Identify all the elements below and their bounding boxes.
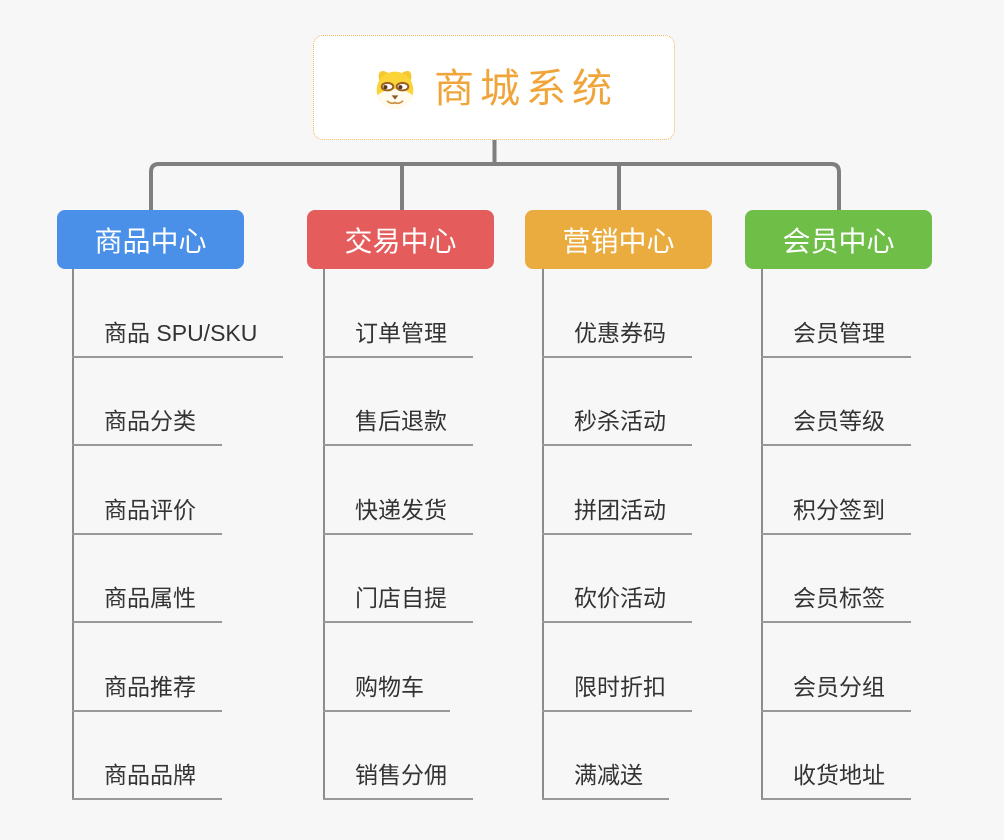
- leaf-node[interactable]: 订单管理: [323, 319, 473, 358]
- leaf-node[interactable]: 商品分类: [72, 407, 222, 446]
- branch-bus-line: [149, 162, 841, 210]
- leaf-row: 会员管理: [761, 269, 911, 358]
- leaf-row: 商品品牌: [72, 712, 283, 800]
- leaf-node[interactable]: 会员分组: [761, 673, 911, 712]
- branch-label: 交易中心: [344, 225, 457, 257]
- leaf-row: 会员分组: [761, 623, 911, 712]
- branch-marketing-center[interactable]: 营销中心: [525, 210, 712, 269]
- root-title: 商城系统: [434, 66, 618, 111]
- leaf-row: 满减送: [542, 712, 692, 800]
- leaf-row: 订单管理: [323, 269, 473, 358]
- leaf-row: 销售分佣: [323, 712, 473, 800]
- leaf-node[interactable]: 秒杀活动: [542, 407, 692, 446]
- leaf-node[interactable]: 拼团活动: [542, 496, 692, 535]
- leaf-row: 购物车: [323, 623, 473, 712]
- leaf-node[interactable]: 限时折扣: [542, 673, 692, 712]
- leaf-node[interactable]: 优惠券码: [542, 319, 692, 358]
- leaf-row: 收货地址: [761, 712, 911, 800]
- branch-label: 会员中心: [782, 225, 895, 257]
- leaf-node[interactable]: 会员标签: [761, 584, 911, 623]
- leaf-row: 会员等级: [761, 358, 911, 446]
- leaf-node[interactable]: 收货地址: [761, 761, 911, 800]
- leaf-node[interactable]: 砍价活动: [542, 584, 692, 623]
- leaf-row: 优惠券码: [542, 269, 692, 358]
- leaf-row: 积分签到: [761, 446, 911, 535]
- branch-trade-center[interactable]: 交易中心: [307, 210, 494, 269]
- leaf-row: 秒杀活动: [542, 358, 692, 446]
- branch-column-member: 会员管理 会员等级 积分签到 会员标签 会员分组 收货地址: [761, 269, 911, 800]
- leaf-row: 商品推荐: [72, 623, 283, 712]
- leaf-node[interactable]: 销售分佣: [323, 761, 473, 800]
- leaf-row: 商品分类: [72, 358, 283, 446]
- branch-label: 商品中心: [94, 225, 207, 257]
- branch-column-product: 商品 SPU/SKU 商品分类 商品评价 商品属性 商品推荐 商品品牌: [72, 269, 284, 800]
- root-node[interactable]: 商城系统: [313, 35, 675, 140]
- leaf-node[interactable]: 满减送: [542, 761, 669, 800]
- branch-column-trade: 订单管理 售后退款 快递发货 门店自提 购物车 销售分佣: [323, 269, 473, 800]
- leaf-node[interactable]: 商品 SPU/SKU: [72, 319, 284, 358]
- leaf-node[interactable]: 商品属性: [72, 584, 222, 623]
- leaf-row: 商品 SPU/SKU: [72, 269, 284, 358]
- leaf-row: 砍价活动: [542, 535, 692, 623]
- leaf-node[interactable]: 门店自提: [323, 584, 473, 623]
- branch-column-marketing: 优惠券码 秒杀活动 拼团活动 砍价活动 限时折扣 满减送: [542, 269, 692, 800]
- leaf-node[interactable]: 会员管理: [761, 319, 911, 358]
- leaf-node[interactable]: 商品品牌: [72, 761, 222, 800]
- leaf-node[interactable]: 商品评价: [72, 496, 222, 535]
- leaf-row: 商品评价: [72, 446, 283, 535]
- branch-member-center[interactable]: 会员中心: [745, 210, 932, 269]
- leaf-node[interactable]: 快递发货: [323, 496, 473, 535]
- leaf-node[interactable]: 购物车: [323, 673, 450, 712]
- leaf-node[interactable]: 会员等级: [761, 407, 911, 446]
- leaf-row: 门店自提: [323, 535, 473, 623]
- dog-face-icon: [376, 71, 414, 109]
- leaf-row: 限时折扣: [542, 623, 692, 712]
- leaf-node[interactable]: 售后退款: [323, 407, 473, 446]
- leaf-row: 会员标签: [761, 535, 911, 623]
- leaf-row: 商品属性: [72, 535, 283, 623]
- leaf-node[interactable]: 积分签到: [761, 496, 911, 535]
- leaf-row: 快递发货: [323, 446, 473, 535]
- leaf-node[interactable]: 商品推荐: [72, 673, 222, 712]
- branch-label: 营销中心: [562, 225, 675, 257]
- leaf-row: 拼团活动: [542, 446, 692, 535]
- branch-product-center[interactable]: 商品中心: [57, 210, 244, 269]
- leaf-row: 售后退款: [323, 358, 473, 446]
